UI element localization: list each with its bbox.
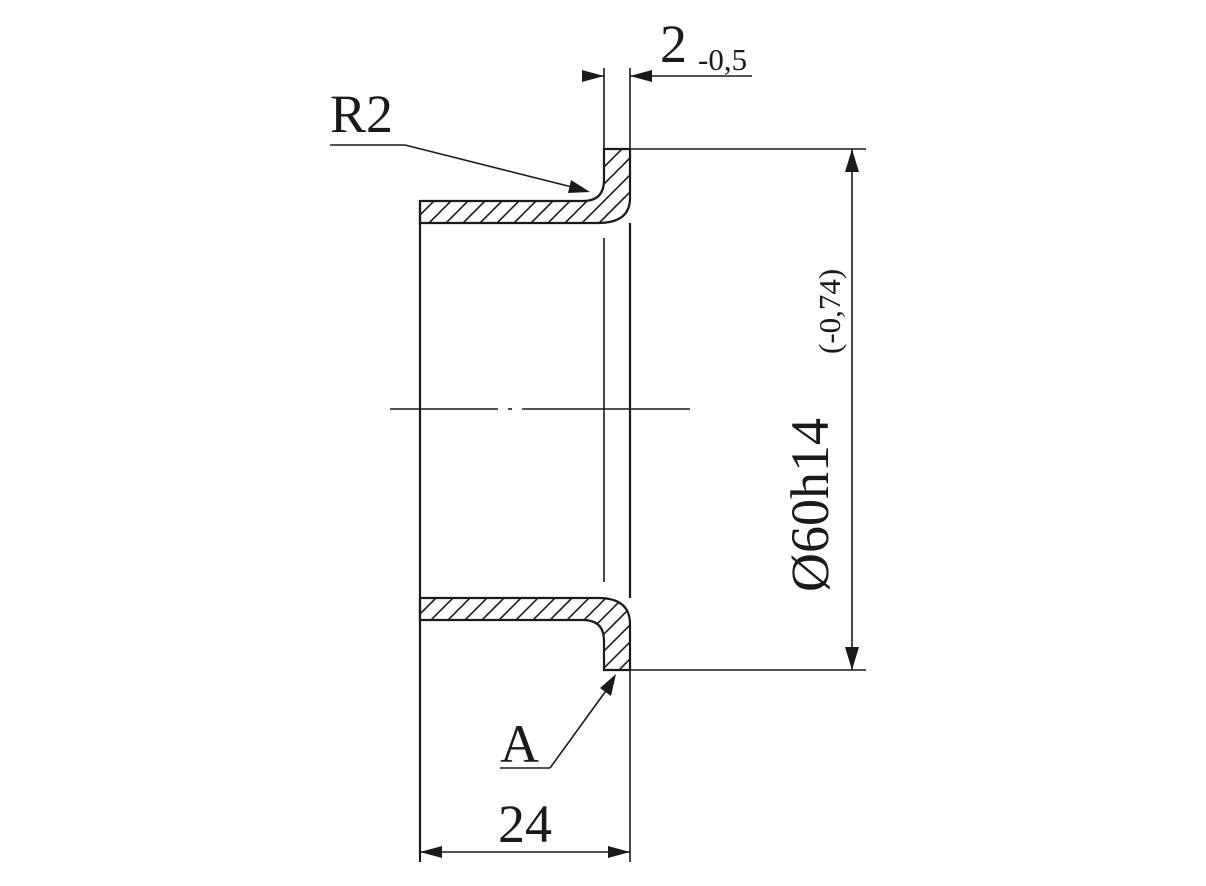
hatch-line [320,590,410,680]
hatch-line [455,149,547,223]
radius-callout: R2 [330,84,590,193]
bottom-wall-hatching [320,590,630,680]
hatch-line [523,598,615,670]
hatch-line [455,598,547,670]
hatch-line [506,598,598,670]
hatch-line [489,598,581,670]
hatch-line [438,149,530,223]
section-mark-label: A [500,714,539,774]
hatch-line [591,598,630,670]
length-label: 24 [498,794,552,854]
hatch-line [540,149,630,223]
hatch-line [420,598,445,670]
hatch-line [420,149,462,223]
hatch-line [420,149,496,223]
length-dimension: 24 [420,794,630,858]
hatch-line [421,149,513,223]
hatch-line [420,598,462,670]
hatch-line [625,598,630,670]
hatch-line [608,598,630,670]
hatch-line [420,149,428,223]
hatch-line [472,598,564,670]
hatch-line [421,598,513,670]
diameter-tolerance: (-0,74) [812,269,847,354]
top-wall-hatching [320,140,630,230]
diameter-dimension: Ø60h14 (-0,74) [630,148,866,671]
hatch-line [420,598,496,670]
hatch-line [320,140,410,230]
hatch-line [438,598,530,670]
hatch-line [625,149,630,223]
thickness-tolerance: -0,5 [698,42,747,77]
hatch-line [420,598,428,670]
thickness-value: 2 [660,14,687,74]
hatch-line [506,149,598,223]
bottom-wall-section [418,596,632,672]
hatch-line [420,149,479,223]
hatch-line [574,149,630,223]
hatch-line [420,149,445,223]
diameter-value: Ø60h14 [780,418,840,592]
hatch-line [540,598,630,670]
hatch-line [420,598,479,670]
hatch-line [591,149,630,223]
section-leader: A [500,674,616,774]
radius-label: R2 [330,84,393,144]
hatch-line [523,149,615,223]
thickness-dimension: 2 -0,5 [582,14,752,149]
hatch-line [472,149,564,223]
